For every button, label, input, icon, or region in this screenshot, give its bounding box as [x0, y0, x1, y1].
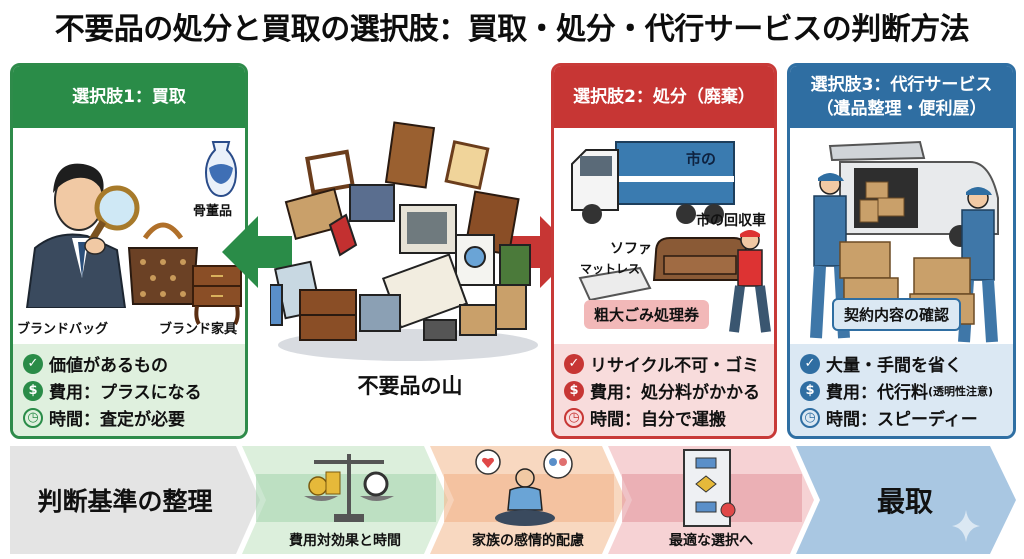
- buyback-illustration: 骨董品 ブランドバッグ ブランド家具: [13, 128, 245, 338]
- meditating-person-icon: [475, 449, 573, 526]
- list-item: ✓ リサイクル不可・ゴミ: [564, 350, 764, 377]
- dollar-icon: $: [800, 380, 820, 401]
- flow-step-family-feelings: 家族の感情的配慮: [430, 446, 626, 554]
- option-panel-agency-service: 選択肢3：代行サービス （遺品整理・便利屋） 契約内容: [787, 63, 1016, 439]
- balance-scale-icon: [304, 454, 394, 522]
- garbage-truck-icon: [571, 141, 735, 224]
- flow-step-best-choice: 最適な選択へ: [608, 446, 814, 554]
- junk-pile-label: 不要品の山: [357, 374, 463, 398]
- page-title: 不要品の処分と買取の選択肢：買取・処分・代行サービスの判断方法: [54, 12, 970, 47]
- disposal-illustration: 市の 市の回収車 ソファ マットレス 粗大ごみ処理券: [554, 128, 774, 338]
- panel-header: 選択肢2：処分（廃棄）: [554, 66, 774, 128]
- oversized-garbage-ticket-label: 粗大ごみ処理券: [584, 300, 710, 329]
- truck-label: 市の回収車: [696, 213, 766, 229]
- panel-header: 選択肢3：代行サービス （遺品整理・便利屋）: [790, 66, 1013, 128]
- appraiser-person-icon: [25, 163, 140, 308]
- brand-bag-label: ブランドバッグ: [17, 322, 109, 337]
- list-item: $ 費用：処分料がかかる: [564, 377, 764, 404]
- contract-check-label: 契約内容の確認: [832, 298, 962, 331]
- check-icon: ✓: [800, 353, 820, 374]
- agency-criteria-list: ✓ 大量・手間を省く $ 費用：代行料 (透明性注意) ◷ 時間：スピーディー: [790, 344, 1013, 436]
- check-icon: ✓: [23, 353, 43, 374]
- mattress-label: マットレス: [580, 262, 641, 276]
- decision-flow: 判断基準の整理 費用対効果と時間: [10, 446, 1016, 554]
- arrow-left-to-buyback-icon: [222, 216, 292, 288]
- list-item: ◷ 時間：スピーディー: [800, 404, 1003, 431]
- brand-bag-icon: [127, 222, 199, 305]
- option-panel-disposal: 選択肢2：処分（廃棄） 市の 市の回収車 ソファ マットレス 粗大ごみ処理券: [551, 63, 777, 439]
- brand-furniture-label: ブランド家具: [159, 322, 238, 337]
- clock-icon: ◷: [800, 407, 820, 428]
- sparkle-icon: [952, 510, 980, 542]
- disposal-criteria-list: ✓ リサイクル不可・ゴミ $ 費用：処分料がかかる ◷ 時間：自分で運搬: [554, 344, 774, 436]
- mattress-icon: [578, 266, 652, 302]
- option-panel-buyback: 選択肢1：買取 骨董品: [10, 63, 248, 439]
- flow-step-criteria: 判断基準の整理: [10, 446, 260, 554]
- panel-header: 選択肢1：買取: [13, 66, 245, 128]
- dollar-icon: $: [23, 380, 43, 401]
- dollar-icon: $: [564, 380, 584, 401]
- antique-label: 骨董品: [193, 204, 233, 219]
- flowchart-icon: [683, 449, 736, 527]
- clock-icon: ◷: [23, 407, 43, 428]
- list-item: ✓ 大量・手間を省く: [800, 350, 1003, 377]
- list-item: ✓ 価値があるもの: [23, 350, 235, 377]
- arrow-right-to-disposal-icon: [506, 216, 576, 288]
- list-item: ◷ 時間：査定が必要: [23, 404, 235, 431]
- list-item: ◷ 時間：自分で運搬: [564, 404, 764, 431]
- antique-vase-icon: [205, 141, 237, 198]
- brand-furniture-icon: [192, 265, 242, 326]
- flow-step-final: 最取: [796, 446, 1016, 554]
- list-item: $ 費用：代行料 (透明性注意): [800, 377, 1003, 404]
- truck-side-label: 市の: [686, 150, 717, 168]
- mover-person-icon: [729, 230, 771, 333]
- sofa-label: ソファ: [610, 241, 652, 257]
- clock-icon: ◷: [564, 407, 584, 428]
- flow-step-cost-time: 費用対効果と時間: [242, 446, 448, 554]
- junk-pile-icon: [270, 121, 538, 361]
- agency-illustration: 契約内容の確認: [790, 128, 1013, 343]
- van-icon: [828, 140, 999, 247]
- buyback-criteria-list: ✓ 価値があるもの $ 費用：プラスになる ◷ 時間：査定が必要: [13, 344, 245, 436]
- list-item: $ 費用：プラスになる: [23, 377, 235, 404]
- check-icon: ✓: [564, 353, 584, 374]
